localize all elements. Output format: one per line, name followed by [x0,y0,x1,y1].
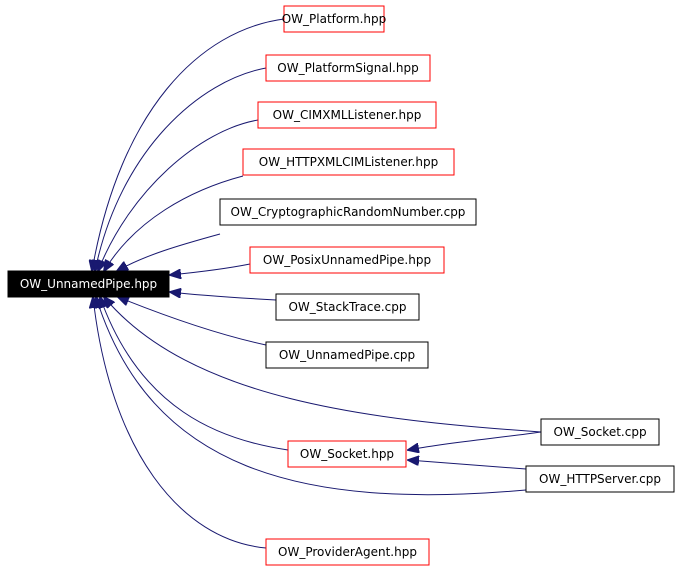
edge-socket-cpp-to-socket-hpp [408,431,542,450]
node-label: OW_HTTPServer.cpp [539,472,661,486]
node-label: OW_CIMXMLListener.hpp [273,108,422,122]
node-cryptorandom-cpp[interactable]: OW_CryptographicRandomNumber.cpp [219,198,477,226]
node-platform-hpp[interactable]: OW_Platform.hpp [282,5,387,33]
node-socket-cpp[interactable]: OW_Socket.cpp [540,418,660,446]
node-stacktrace-cpp[interactable]: OW_StackTrace.cpp [275,293,420,321]
node-cimxmllistener-hpp[interactable]: OW_CIMXMLListener.hpp [257,101,437,129]
edge-httpserver-cpp-to-unnamedpipe [96,297,527,496]
node-posixunnamedpipe-hpp[interactable]: OW_PosixUnnamedPipe.hpp [249,246,445,274]
node-httpserver-cpp[interactable]: OW_HTTPServer.cpp [525,465,675,493]
edge-platformsignal-hpp [95,67,267,271]
node-httpxmlcimlistener-hpp[interactable]: OW_HTTPXMLCIMListener.hpp [242,148,455,176]
node-socket-hpp[interactable]: OW_Socket.hpp [287,440,407,468]
node-label: OW_Socket.hpp [300,447,394,461]
node-label: OW_Platform.hpp [282,12,387,26]
node-unnamedpipe-hpp: OW_UnnamedPipe.hpp [7,270,170,298]
node-label: OW_Socket.cpp [553,425,646,439]
node-label: OW_UnnamedPipe.cpp [279,348,415,362]
edge-httpserver-cpp-to-socket-hpp [408,460,527,470]
node-label: OW_ProviderAgent.hpp [278,545,417,559]
node-label: OW_PlatformSignal.hpp [277,61,418,75]
edge-posixunnamedpipe-hpp [170,263,251,275]
node-unnamedpipe-cpp[interactable]: OW_UnnamedPipe.cpp [265,341,429,369]
node-label: OW_StackTrace.cpp [288,300,406,314]
edge-cryptorandom-cpp [117,233,221,271]
edge-platform-hpp [92,18,285,271]
node-label: OW_UnnamedPipe.hpp [20,277,157,291]
node-label: OW_PosixUnnamedPipe.hpp [263,253,431,267]
edge-socket-cpp-to-unnamedpipe [104,297,542,433]
edges [92,18,542,549]
edge-socket-hpp [100,297,289,451]
nodes: OW_UnnamedPipe.hpp OW_Platform.hpp OW_Pl… [7,5,675,566]
edge-cimxmllistener-hpp [98,119,259,271]
edge-httpxmlcimlistener-hpp [104,175,244,271]
node-label: OW_CryptographicRandomNumber.cpp [231,205,466,219]
node-provideragent-hpp[interactable]: OW_ProviderAgent.hpp [265,538,430,566]
edge-unnamedpipe-cpp [118,297,267,346]
edge-provideragent-hpp [93,297,267,549]
node-label: OW_HTTPXMLCIMListener.hpp [259,155,438,169]
edge-stacktrace-cpp [170,292,277,301]
node-platformsignal-hpp[interactable]: OW_PlatformSignal.hpp [265,54,431,82]
